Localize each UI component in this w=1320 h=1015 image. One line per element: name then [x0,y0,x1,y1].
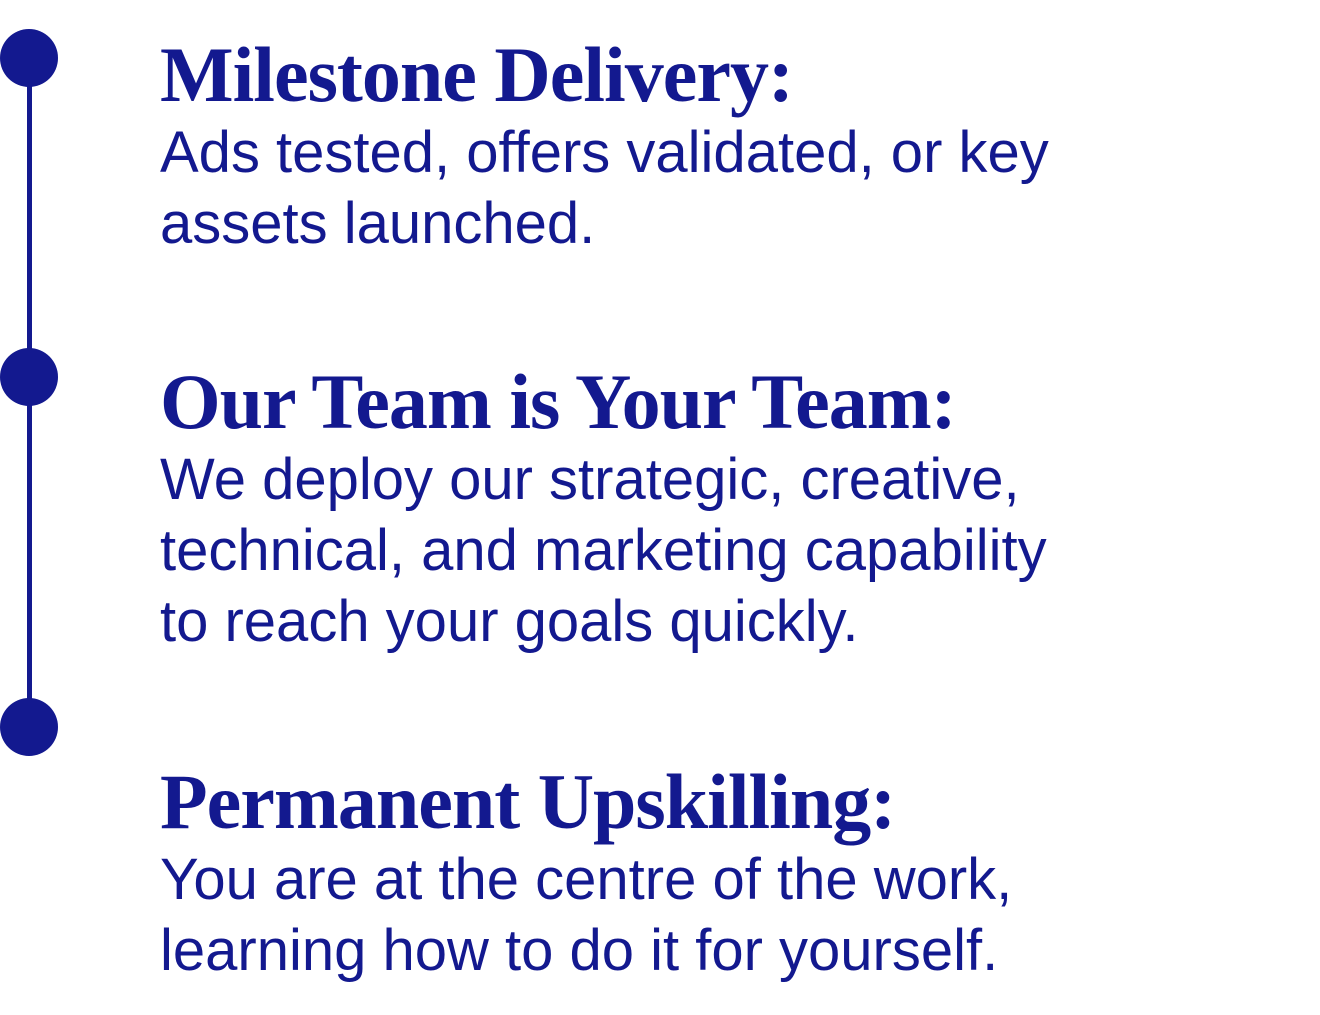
timeline-dot [0,29,58,87]
timeline-dot [0,348,58,406]
item-title: Milestone Delivery: [160,31,794,118]
timeline-item: Permanent Upskilling: You are at the cen… [160,760,1310,986]
item-text: Ads tested, offers validated, or key ass… [160,120,1049,256]
item-title: Our Team is Your Team: [160,358,957,445]
timeline-item: Milestone Delivery: Ads tested, offers v… [160,33,1310,259]
timeline-dot [0,698,58,756]
item-title: Permanent Upskilling: [160,758,896,845]
timeline-item: Our Team is Your Team: We deploy our str… [160,360,1310,657]
item-text: We deploy our strategic, creative, techn… [160,447,1047,654]
item-text: You are at the centre of the work, learn… [160,847,1013,983]
